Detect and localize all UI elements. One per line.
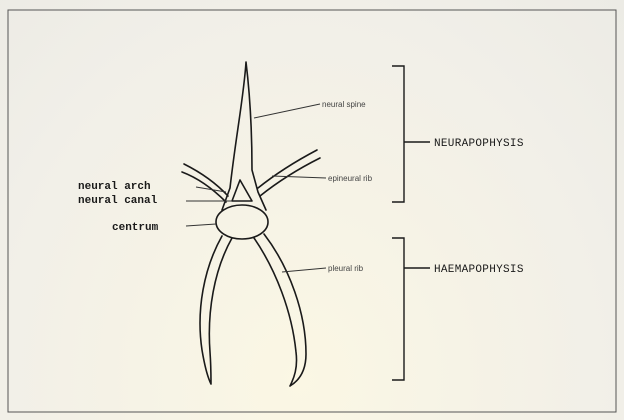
epineural-rib-leader [272,176,326,178]
pleural-rib-right [254,234,306,386]
neural-arch-label: neural arch [78,181,151,193]
diagram-frame [8,10,616,412]
centrum-label: centrum [112,222,159,234]
epineural-rib-label: epineural rib [328,174,373,183]
neural-spine-label: neural spine [322,100,366,109]
epineural-rib-left [182,164,228,202]
centrum-shape [216,205,268,239]
neurapophysis-bracket [392,66,430,202]
neural-spine-leader [254,104,320,118]
pleural-rib-leader [282,268,326,272]
haemapophysis-label: HAEMAPOPHYSIS [434,264,524,276]
haemapophysis-bracket [392,238,430,380]
neural-canal-label: neural canal [78,195,158,207]
centrum-leader [186,224,216,226]
pleural-rib-label: pleural rib [328,264,364,273]
neural-canal-shape [232,180,252,201]
epineural-rib-right [258,150,320,196]
pleural-rib-left [200,236,232,384]
neurapophysis-label: NEURAPOPHYSIS [434,138,524,150]
